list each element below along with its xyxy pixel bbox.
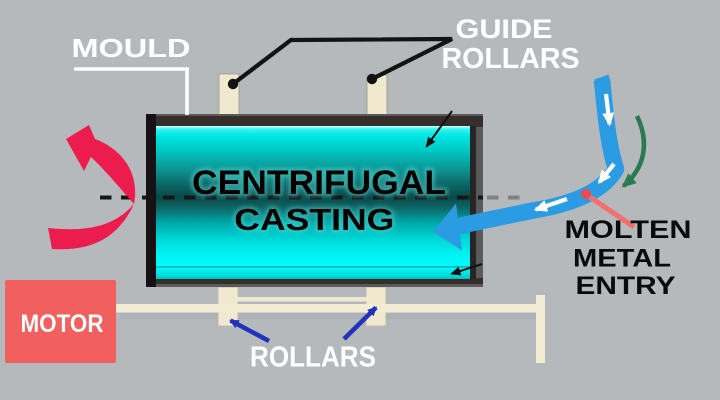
svg-text:METAL: METAL <box>573 245 671 273</box>
svg-text:MOLTEN: MOLTEN <box>565 216 692 244</box>
svg-text:CASTING: CASTING <box>234 202 394 237</box>
svg-text:CENTRIFUGAL: CENTRIFUGAL <box>192 164 446 202</box>
svg-text:ROLLARS: ROLLARS <box>250 342 376 374</box>
svg-text:MOTOR: MOTOR <box>21 310 104 338</box>
svg-text:MOULD: MOULD <box>72 33 191 63</box>
svg-text:CASTING: CASTING <box>234 202 394 237</box>
svg-text:GUIDE: GUIDE <box>456 14 553 44</box>
svg-text:CENTRIFUGAL: CENTRIFUGAL <box>192 164 446 202</box>
svg-text:ENTRY: ENTRY <box>576 272 676 300</box>
svg-text:ROLLARS: ROLLARS <box>442 43 580 75</box>
